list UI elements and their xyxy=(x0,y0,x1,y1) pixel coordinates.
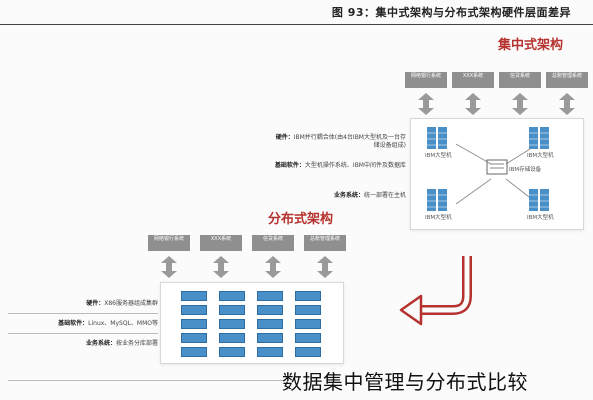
mainframe-label: IBM大型机 xyxy=(527,215,554,221)
distributed-title: 分布式架构 xyxy=(268,212,334,227)
x86-server-icon xyxy=(257,305,283,315)
annotation-value: X86服务器组成集群 xyxy=(104,300,158,307)
storage-label: IBM存储设备 xyxy=(509,167,542,173)
annotation-value: 统一部署在主机 xyxy=(363,192,406,199)
x86-server-icon xyxy=(219,333,245,343)
double-arrow-icon xyxy=(317,256,333,278)
x86-server-icon xyxy=(181,347,207,357)
divider xyxy=(8,313,158,314)
figure-caption: 数据集中管理与分布式比较 xyxy=(282,370,528,394)
central-system-box: 网络银行系统 xyxy=(405,72,447,88)
annotation-key: 硬件： xyxy=(86,300,105,307)
x86-server-icon xyxy=(295,333,321,343)
x86-server-icon xyxy=(219,347,245,357)
central-system-box: XXX系统 xyxy=(452,72,494,88)
storage-device-icon xyxy=(486,159,508,175)
central-system-box: 信贷系统 xyxy=(499,72,541,88)
transition-arrow-icon xyxy=(399,256,472,326)
central-annotation: 业务系统：统一部署在主机 xyxy=(270,192,406,200)
annotation-value: 按业务分库部署 xyxy=(115,340,158,347)
dist-system-box: XXX系统 xyxy=(200,235,242,251)
x86-server-icon xyxy=(257,347,283,357)
annotation-key: 基础软件： xyxy=(274,162,305,169)
annotation-key: 基础软件： xyxy=(58,320,89,327)
x86-server-icon xyxy=(181,291,207,301)
double-arrow-icon xyxy=(559,93,575,115)
mainframe-label: IBM大型机 xyxy=(527,153,554,159)
mainframe-label: IBM大型机 xyxy=(425,215,452,221)
dist-system-box: 网络银行系统 xyxy=(148,235,190,251)
annotation-value: 大型机操作系统、IBM中间件及数据库 xyxy=(304,162,406,169)
distributed-cluster-card xyxy=(160,282,344,364)
x86-server-icon xyxy=(219,305,245,315)
annotation-key: 硬件： xyxy=(275,134,294,141)
figure-title: 图 93：集中式架构与分布式架构硬件层面差异 xyxy=(331,6,571,19)
x86-server-icon xyxy=(295,347,321,357)
annotation-key: 业务系统： xyxy=(333,192,364,199)
double-arrow-icon xyxy=(418,93,434,115)
x86-server-icon xyxy=(295,291,321,301)
mainframe-icon xyxy=(427,189,447,211)
central-annotation: 基础软件：大型机操作系统、IBM中间件及数据库 xyxy=(270,162,406,170)
double-arrow-icon xyxy=(465,93,481,115)
dist-system-box: 信贷系统 xyxy=(252,235,294,251)
centralized-cluster-card: IBM大型机 IBM大型机 IBM大型机 IBM大型机 IBM存储设备 xyxy=(410,118,584,230)
x86-server-icon xyxy=(181,305,207,315)
central-system-box: 总账管理系统 xyxy=(546,72,588,88)
double-arrow-icon xyxy=(161,256,177,278)
x86-server-icon xyxy=(257,333,283,343)
dist-annotation: 基础软件：Linux、MySQL、MMO等 xyxy=(8,320,158,328)
x86-server-icon xyxy=(219,319,245,329)
x86-server-icon xyxy=(257,319,283,329)
annotation-value: Linux、MySQL、MMO等 xyxy=(88,320,158,327)
x86-server-icon xyxy=(219,291,245,301)
annotation-key: 业务系统： xyxy=(85,340,116,347)
mainframe-icon xyxy=(529,189,549,211)
x86-server-icon xyxy=(295,319,321,329)
double-arrow-icon xyxy=(265,256,281,278)
mainframe-icon xyxy=(529,127,549,149)
double-arrow-icon xyxy=(512,93,528,115)
dist-system-box: 总账管理系统 xyxy=(304,235,346,251)
x86-server-icon xyxy=(181,319,207,329)
mainframe-label: IBM大型机 xyxy=(425,153,452,159)
divider xyxy=(8,333,158,334)
x86-server-icon xyxy=(257,291,283,301)
x86-server-icon xyxy=(295,305,321,315)
dist-annotation: 业务系统：按业务分库部署 xyxy=(8,340,158,348)
dist-annotation: 硬件：X86服务器组成集群 xyxy=(8,300,158,308)
figure-header: 图 93：集中式架构与分布式架构硬件层面差异 xyxy=(0,0,593,25)
central-annotation: 硬件：IBM并行耦合体(由4台IBM大型机及一台存储设备组成) xyxy=(270,134,406,150)
mainframe-icon xyxy=(427,127,447,149)
caption-rule xyxy=(8,380,283,381)
x86-server-icon xyxy=(181,333,207,343)
centralized-title: 集中式架构 xyxy=(498,38,564,53)
annotation-value: IBM并行耦合体(由4台IBM大型机及一台存储设备组成) xyxy=(293,134,406,149)
double-arrow-icon xyxy=(213,256,229,278)
